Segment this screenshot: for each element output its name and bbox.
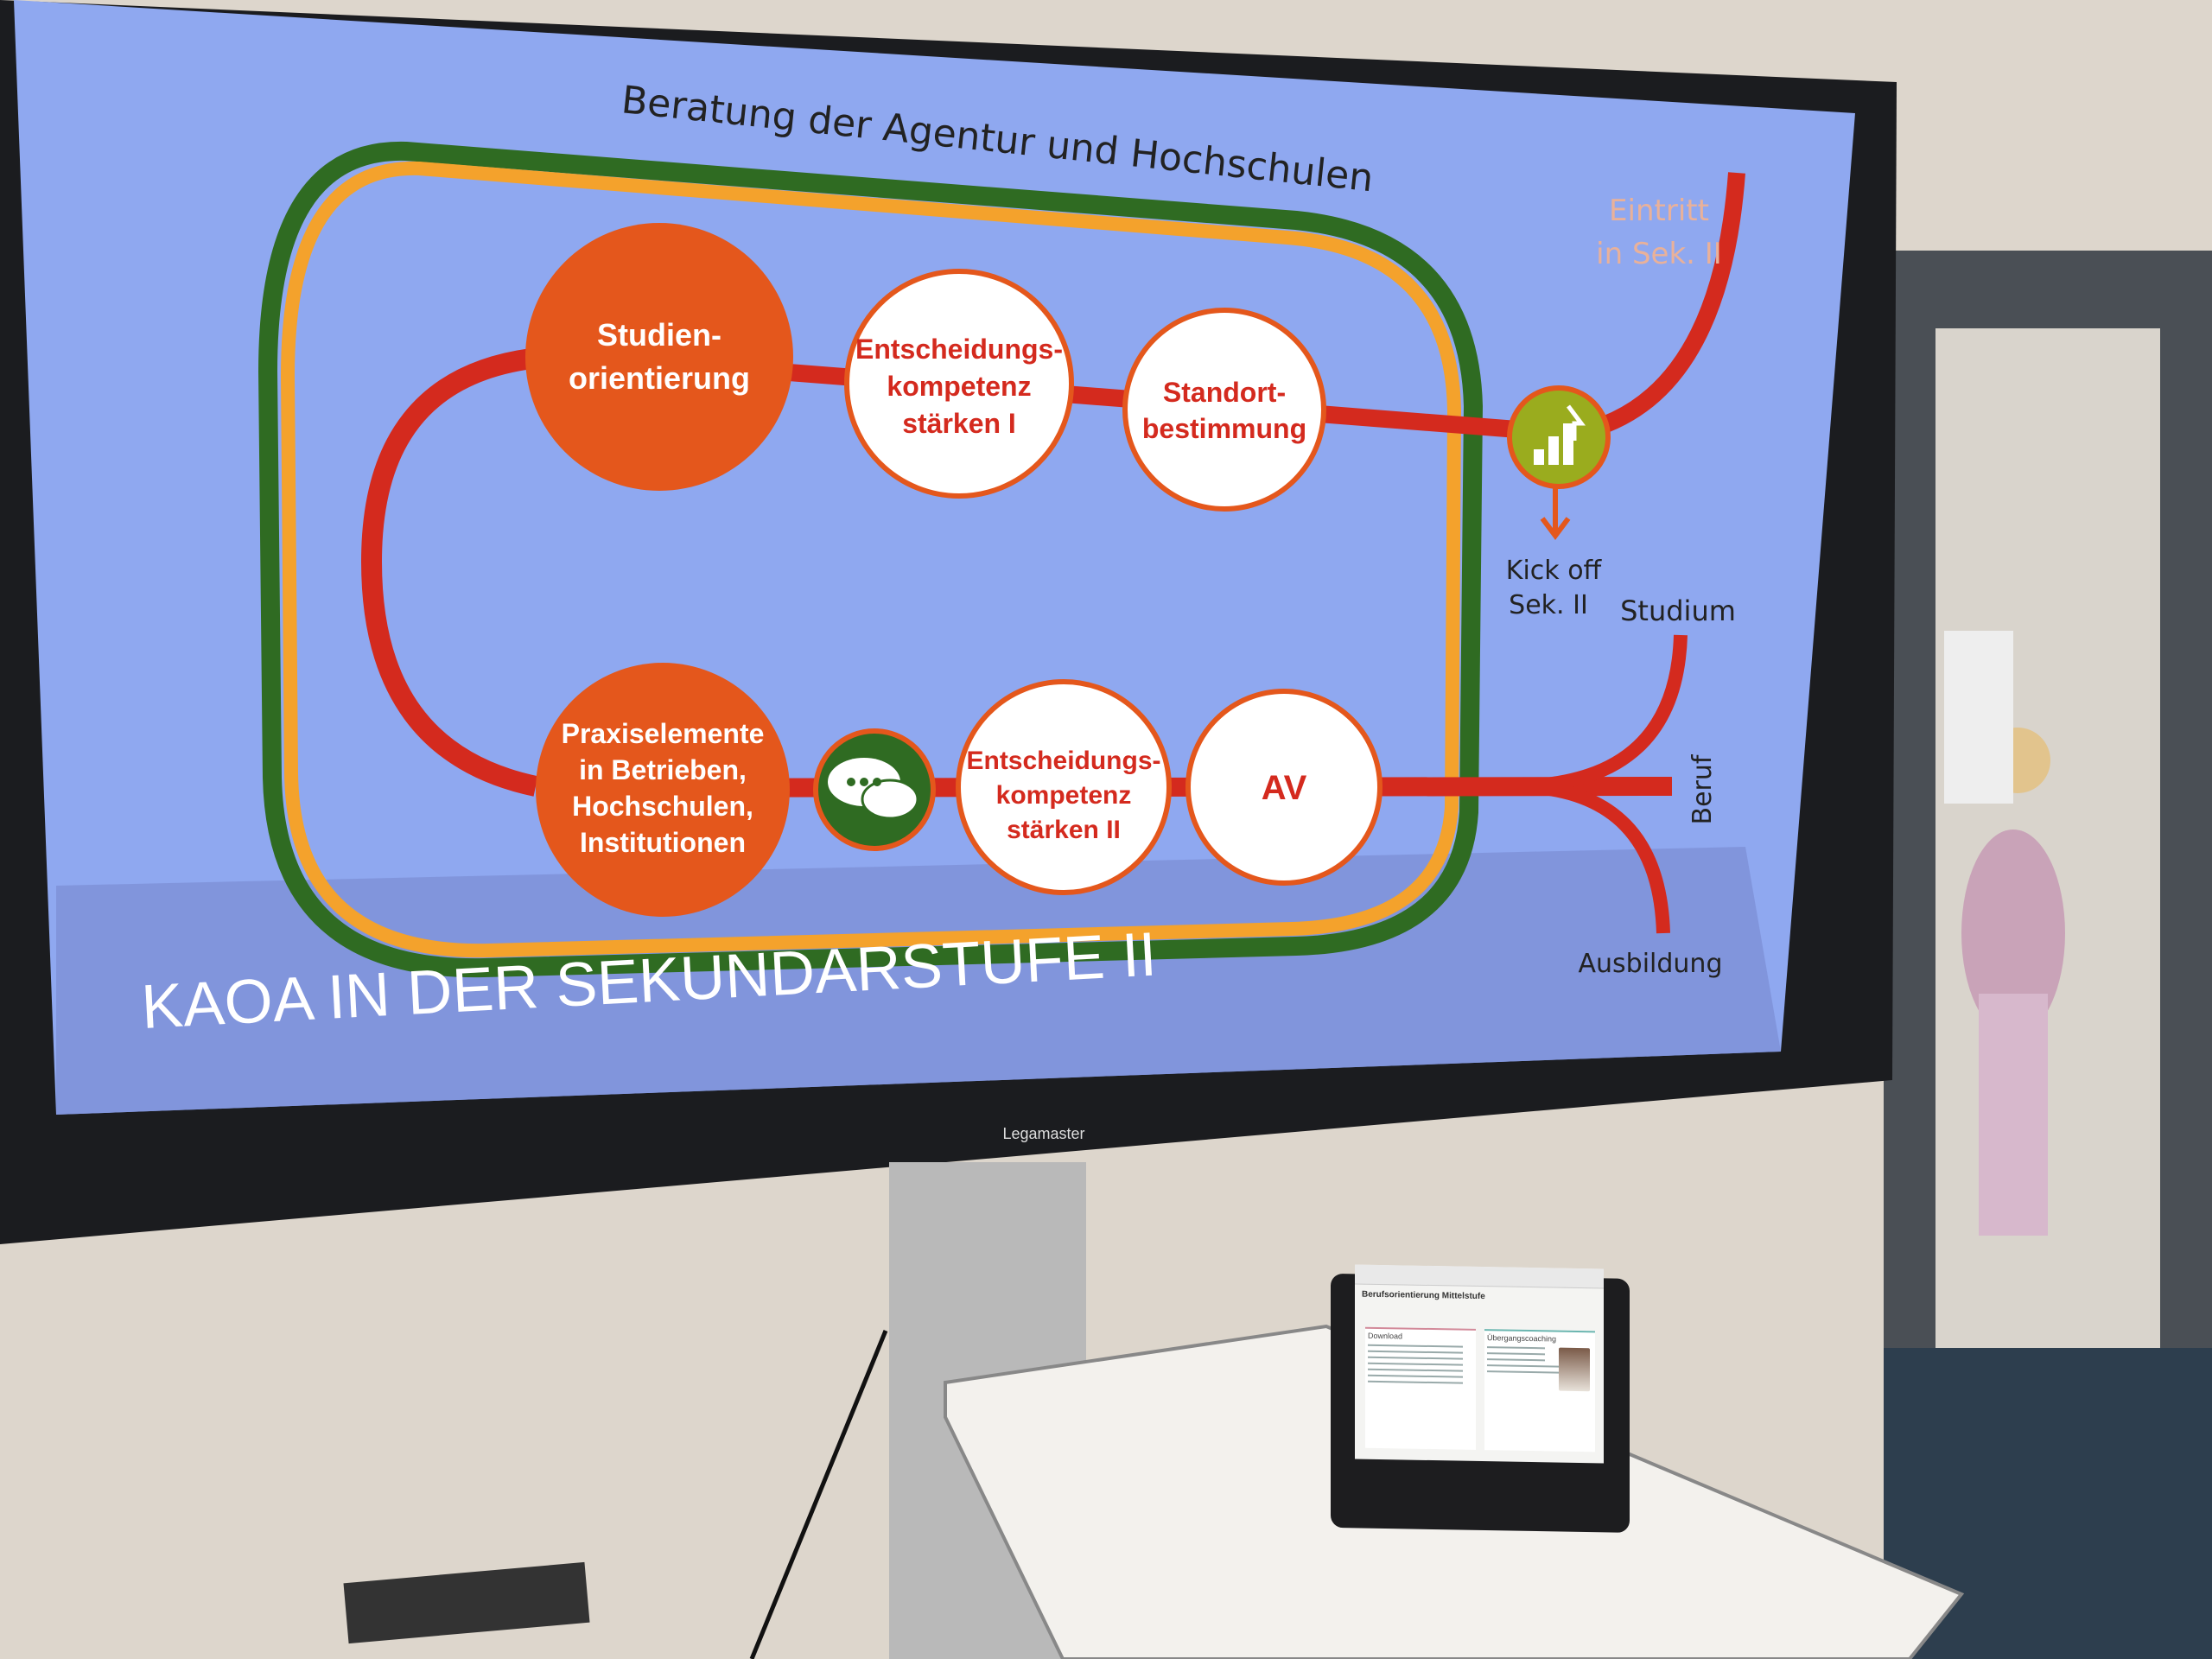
kickoff-chart-icon xyxy=(1507,385,1611,540)
power-strip xyxy=(343,1561,590,1644)
cable xyxy=(749,1330,888,1659)
outer-green-ring xyxy=(257,141,1484,978)
kickoff-label-2: Sek. II xyxy=(1509,590,1588,620)
entry-label-1: Eintritt xyxy=(1609,194,1709,228)
svg-text:stärken I: stärken I xyxy=(902,408,1016,439)
adult-figure xyxy=(1944,631,2013,804)
svg-text:Hochschulen,: Hochschulen, xyxy=(572,791,753,822)
station-standortbestimmung: Standort- bestimmung xyxy=(1122,308,1326,512)
coach-photo xyxy=(1559,1347,1590,1392)
tablet-page-title: Berufsorientierung Mittelstufe xyxy=(1362,1289,1485,1302)
kickoff-label-1: Kick off xyxy=(1506,556,1603,586)
child-legs xyxy=(1979,994,2048,1236)
svg-text:AV: AV xyxy=(1262,769,1307,807)
svg-text:Standort-: Standort- xyxy=(1163,377,1286,408)
svg-text:Entscheidungs-: Entscheidungs- xyxy=(855,334,1063,365)
download-panel: Download xyxy=(1365,1326,1476,1450)
svg-text:stärken II: stärken II xyxy=(1007,816,1121,844)
svg-text:Studien-: Studien- xyxy=(597,317,721,353)
track-branches xyxy=(1520,634,1688,934)
station-entscheidung-2: Entscheidungs- kompetenz stärken II xyxy=(956,679,1172,895)
station-praxiselemente: Praxiselemente in Betrieben, Hochschulen… xyxy=(536,663,790,917)
slide-bottom-band xyxy=(56,847,1781,1115)
coaching-panel: Übergangscoaching xyxy=(1484,1329,1595,1452)
coaching-heading: Übergangscoaching xyxy=(1487,1333,1557,1344)
exit-beruf: Beruf xyxy=(1688,753,1718,824)
download-heading: Download xyxy=(1368,1331,1403,1341)
track-left-arc xyxy=(360,348,538,797)
svg-text:kompetenz: kompetenz xyxy=(996,781,1132,810)
exit-studium: Studium xyxy=(1620,594,1736,627)
monitor-brand-logo: Legamaster xyxy=(1002,1125,1084,1142)
entry-label-2: in Sek. II xyxy=(1596,237,1722,271)
svg-text:Institutionen: Institutionen xyxy=(580,827,746,858)
svg-text:kompetenz: kompetenz xyxy=(887,371,1031,402)
station-studienorientierung: Studien- orientierung xyxy=(525,223,793,491)
tablet-screen[interactable]: Berufsorientierung Mittelstufe Download … xyxy=(1355,1264,1604,1464)
svg-text:Praxiselemente: Praxiselemente xyxy=(562,718,765,749)
svg-text:orientierung: orientierung xyxy=(569,360,750,396)
svg-text:in Betrieben,: in Betrieben, xyxy=(579,754,747,785)
svg-text:Entscheidungs-: Entscheidungs- xyxy=(966,747,1160,775)
svg-text:bestimmung: bestimmung xyxy=(1142,413,1306,444)
exit-ausbildung: Ausbildung xyxy=(1579,949,1723,979)
child-figure xyxy=(1961,830,2065,1037)
inner-orange-ring xyxy=(280,161,1462,958)
chat-bubbles-icon xyxy=(813,728,936,851)
station-av: AV xyxy=(1185,689,1382,886)
station-entscheidung-1: Entscheidungs- kompetenz stärken I xyxy=(844,269,1074,499)
